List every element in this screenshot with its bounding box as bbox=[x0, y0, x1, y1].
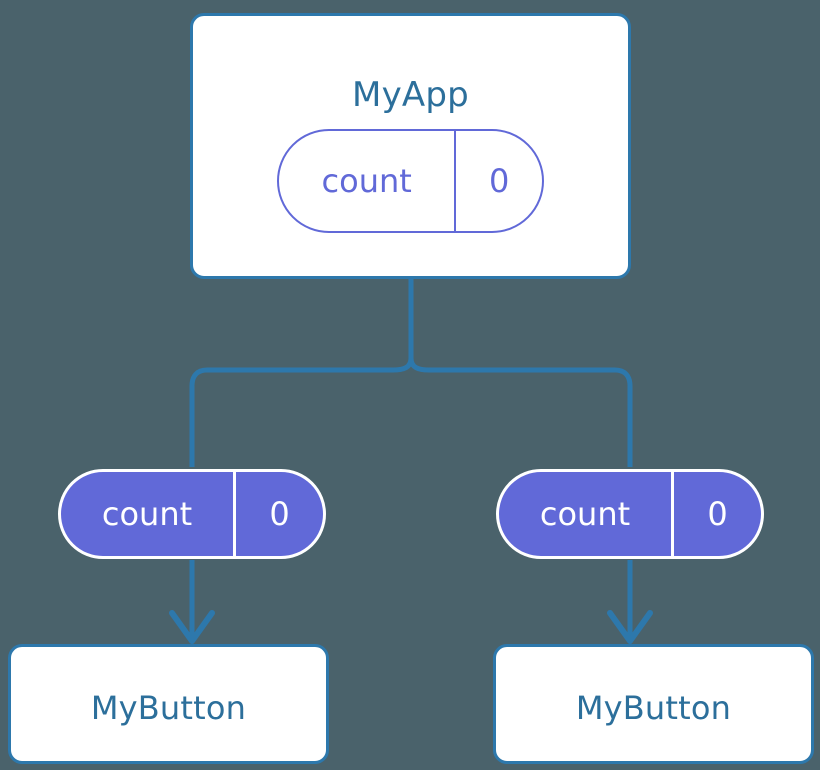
state-pill-child-left[interactable]: count 0 bbox=[58, 469, 326, 559]
state-pill-child-left-value: 0 bbox=[233, 472, 323, 556]
state-pill-child-right-key: count bbox=[539, 495, 631, 533]
state-pill-myapp-value: 0 bbox=[454, 131, 542, 231]
state-pill-child-right[interactable]: count 0 bbox=[496, 469, 764, 559]
connector-branch-right bbox=[408, 357, 633, 467]
state-pill-child-left-key: count bbox=[101, 495, 193, 533]
state-pill-child-right-value: 0 bbox=[671, 472, 761, 556]
node-myapp-label: MyApp bbox=[352, 75, 469, 115]
arrow-left-head-icon bbox=[169, 610, 215, 644]
arrow-right-head-icon bbox=[607, 610, 653, 644]
node-mybutton-right-label: MyButton bbox=[575, 689, 732, 727]
state-pill-myapp[interactable]: count 0 bbox=[277, 129, 544, 233]
node-mybutton-left[interactable]: MyButton bbox=[8, 644, 329, 764]
node-mybutton-right[interactable]: MyButton bbox=[493, 644, 814, 764]
node-mybutton-left-label: MyButton bbox=[90, 689, 247, 727]
state-pill-myapp-key: count bbox=[321, 162, 412, 200]
connector-branch-left bbox=[189, 357, 414, 467]
